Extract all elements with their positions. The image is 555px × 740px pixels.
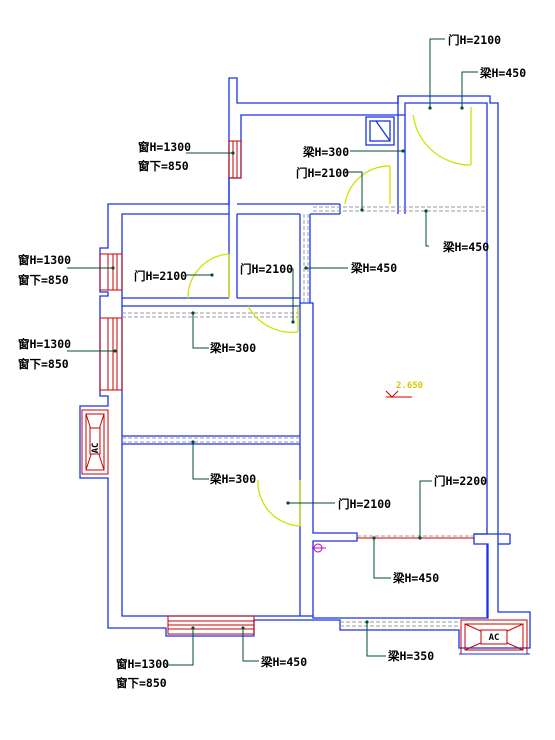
door-top-right-swing [412,114,472,166]
ac-units [81,409,530,655]
window-top [228,140,242,179]
ac-left-label: AC [91,443,101,454]
label-window-left1-height: 窗H=1300 [18,253,71,267]
window-left-2 [99,317,123,391]
windows [99,140,474,635]
elevation-label: 2.650 [396,381,423,391]
label-window-bottom-height: 窗H=1300 [116,657,169,671]
label-window-left2-sill: 窗下=850 [18,357,69,371]
leader-lines [67,38,478,666]
label-door-top-right: 门H=2100 [448,33,501,47]
label-door-balcony: 门H=2200 [434,474,487,488]
beam-lines [122,206,487,627]
label-door-corridor: 门H=2100 [240,262,293,276]
label-beam-bottom-right: 梁H=350 [387,649,434,663]
door-left-room-swing [187,253,230,299]
door-storage-swing [344,165,391,205]
label-window-left1-sill: 窗下=850 [18,273,69,287]
door-corridor-swing [247,305,299,334]
label-window-bottom-sill: 窗下=850 [116,676,167,690]
walls [79,77,531,649]
window-left-1 [99,253,123,291]
label-window-left2-height: 窗H=1300 [18,337,71,351]
label-beam-bedroom2: 梁H=300 [209,472,256,486]
door-bed2-swing [257,479,301,527]
label-door-left-room: 门H=2100 [134,269,187,283]
label-door-storage: 门H=2100 [296,166,349,180]
label-door-bedroom2: 门H=2100 [338,497,391,511]
label-beam-balcony: 梁H=450 [392,571,439,585]
label-beam-corridor: 梁H=450 [350,261,397,275]
label-beam-living-top: 梁H=450 [442,240,489,254]
leader-dots [111,106,464,630]
doors [187,107,472,527]
label-beam-storage: 梁H=300 [302,145,349,159]
outer-wall-outer-line [79,77,531,649]
pipe-symbol [312,543,326,553]
elevation-marker [385,390,412,398]
label-beam-bedroom1: 梁H=300 [209,341,256,355]
label-window-top-sill: 窗下=850 [138,159,189,173]
label-beam-bottom: 梁H=450 [260,655,307,669]
ac-right-label: AC [489,633,500,643]
label-beam-top-right: 梁H=450 [479,66,526,80]
storage-box [365,116,395,146]
ac-left-frame [81,409,109,475]
outer-wall-inner-line [121,102,489,619]
label-window-top-height: 窗H=1300 [138,140,191,154]
